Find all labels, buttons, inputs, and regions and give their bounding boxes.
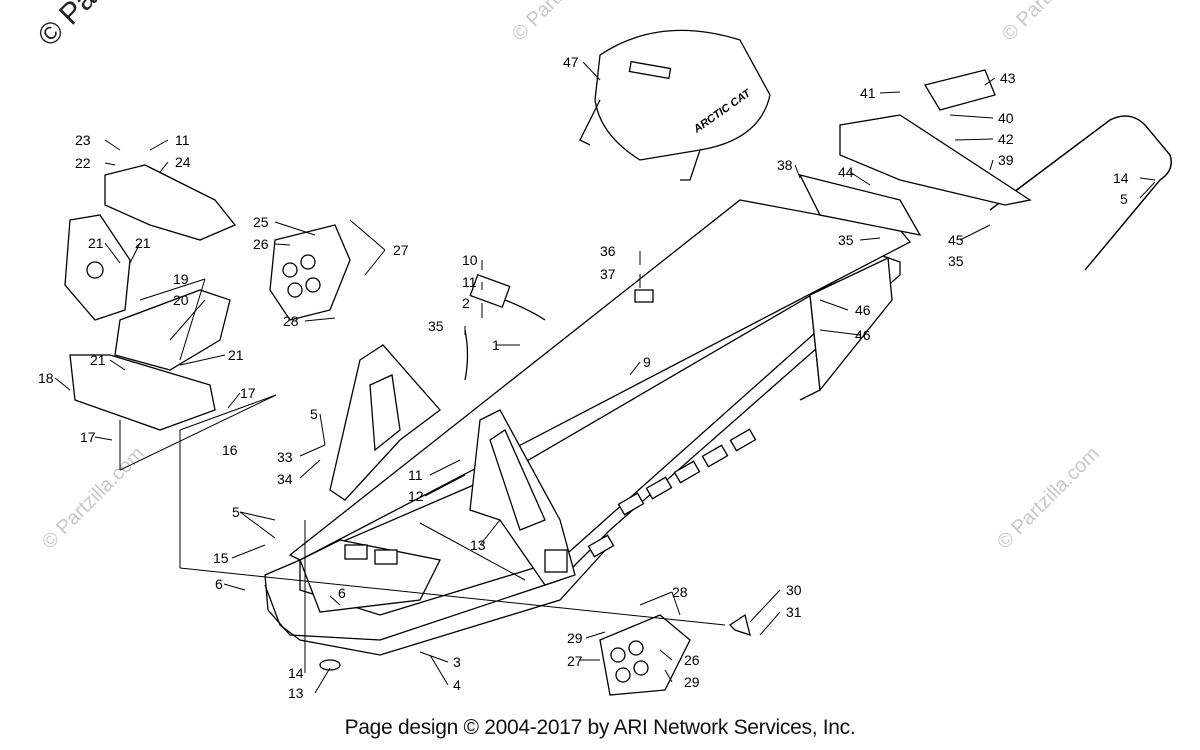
watermark: © Partzilla.com (998, 0, 1109, 46)
callout-24: 23 (75, 132, 91, 148)
callout-35: 35 (948, 253, 964, 269)
callout-5: 5 (310, 406, 318, 422)
callout-43: 44 (838, 164, 854, 180)
bracket-30 (728, 613, 751, 636)
callout-4: 4 (453, 677, 461, 693)
footrest-traction-pattern (587, 428, 757, 558)
callout-27: 26 (253, 236, 269, 252)
callout-numbers: 47 41 43 40 42 39 38 44 14 5 35 45 35 36… (38, 54, 1129, 701)
callout-6: 6 (215, 576, 223, 592)
corner-watermark: © Pa (32, 0, 103, 53)
watermark: © Partzilla.com (993, 443, 1104, 554)
callout-26: 25 (253, 214, 269, 230)
callout-11: 12 (408, 488, 424, 504)
side-vent-upper (269, 224, 351, 321)
steering-bracket-left (64, 214, 131, 321)
callout-46: 46 (855, 327, 871, 343)
callout-33: 34 (277, 471, 293, 487)
callout-28: 27 (393, 242, 409, 258)
callout-15: 15 (213, 550, 229, 566)
callout-47: 47 (563, 54, 579, 70)
leader-lines (54, 61, 1156, 694)
grommet-13 (319, 659, 341, 671)
callout-14: 14 (288, 665, 304, 681)
callout-1: 1 (492, 337, 500, 353)
callout-21: 21 (228, 347, 244, 363)
side-vent-lower (599, 614, 691, 696)
callout-21: 21 (90, 352, 106, 368)
watermark: © Partzilla.com (38, 443, 149, 554)
ecu-module (469, 274, 546, 321)
callout-39: 40 (998, 110, 1014, 126)
callout-27: 27 (567, 653, 583, 669)
callout-9: 11 (462, 274, 477, 290)
callout-5: 5 (232, 504, 240, 520)
rear-grab-bar (989, 115, 1172, 271)
seat: ARCTIC CAT (579, 29, 771, 181)
callout-35: 36 (600, 243, 616, 259)
rear-flap (839, 69, 1032, 206)
callout-22: 21 (135, 235, 151, 251)
steering-bracket-lower (69, 354, 216, 431)
callout-11: 11 (175, 132, 190, 148)
callout-44: 45 (948, 232, 964, 248)
callout-21: 21 (88, 235, 104, 251)
callout-20: 20 (173, 292, 189, 308)
callout-31: 31 (786, 604, 802, 620)
callout-17: 17 (240, 385, 256, 401)
callout-29: 29 (567, 630, 583, 646)
callout-45: 46 (855, 302, 871, 318)
cable-34 (464, 329, 469, 381)
steering-bracket-upper (104, 164, 237, 241)
callout-34: 35 (428, 318, 444, 334)
watermark: © Partzilla.com (508, 0, 619, 46)
callout-18: 18 (38, 370, 54, 386)
callout-29: 28 (283, 313, 299, 329)
callout-3: 3 (453, 654, 461, 670)
callout-14: 14 (1113, 170, 1129, 186)
callout-16: 16 (222, 442, 238, 458)
callout-41: 42 (998, 131, 1014, 147)
callout-25: 24 (175, 154, 191, 170)
rear-plate (798, 174, 922, 236)
callout-19: 19 (173, 271, 189, 287)
callout-17: 17 (80, 429, 96, 445)
callout-5: 5 (1120, 191, 1128, 207)
pad-36 (634, 289, 654, 303)
callout-28: 28 (672, 584, 688, 600)
callout-23: 22 (75, 155, 91, 171)
callout-12: 13 (470, 537, 486, 553)
callout-10: 11 (408, 467, 423, 483)
callout-32: 33 (277, 449, 293, 465)
callout-35: 35 (838, 232, 854, 248)
callout-6: 6 (338, 585, 346, 601)
callout-36: 37 (600, 266, 616, 282)
callout-8: 10 (462, 252, 478, 268)
callout-29: 29 (684, 674, 700, 690)
callout-42: 43 (1000, 70, 1016, 86)
chassis-frame (264, 199, 912, 656)
callout-30: 30 (786, 582, 802, 598)
callout-40: 41 (860, 85, 876, 101)
callout-37: 38 (777, 157, 793, 173)
callout-7: 9 (643, 354, 651, 370)
steering-bracket-middle (114, 289, 231, 371)
callout-26: 26 (684, 652, 700, 668)
callout-38: 39 (998, 152, 1014, 168)
callout-2: 2 (462, 295, 470, 311)
callout-13: 13 (288, 685, 304, 701)
page-footer: Page design © 2004-2017 by ARI Network S… (344, 716, 856, 739)
